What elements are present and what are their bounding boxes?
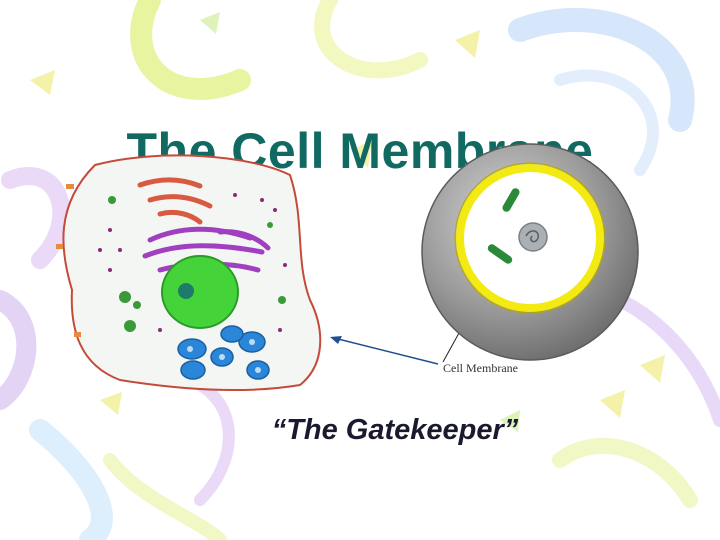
animal-cell-illustration: [56, 154, 322, 391]
page-subtitle: “The Gatekeeper”: [271, 414, 519, 446]
membrane-label: Cell Membrane: [443, 361, 518, 375]
cell-cross-section-illustration: [421, 143, 639, 361]
